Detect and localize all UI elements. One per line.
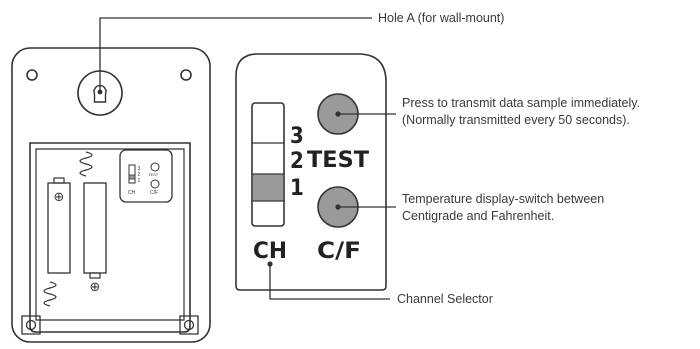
cf-label: C/F — [317, 239, 361, 264]
channel-number-2: 2 — [290, 149, 304, 174]
mini-test-label: TEST — [148, 172, 159, 177]
callout-cf-line-1: Temperature display-switch between — [402, 192, 604, 206]
mini-cf-button — [150, 179, 160, 189]
leader-lines — [97, 17, 396, 300]
battery-slot-2-cap — [89, 272, 101, 279]
callout-cf-line-2: Centigrade and Fahrenheit. — [402, 209, 554, 223]
battery-slot-2 — [83, 182, 107, 274]
battery-plus-top: ⊕ — [54, 189, 65, 204]
bottom-left-tab — [21, 315, 41, 335]
battery-spring-top — [79, 151, 93, 177]
battery-spring-bottom — [43, 281, 57, 307]
callout-test-line-2: (Normally transmitted every 50 seconds). — [402, 113, 630, 127]
mini-control-panel — [119, 149, 173, 203]
callout-channel-selector: Channel Selector — [397, 292, 493, 306]
mini-channel-slider-knob — [128, 174, 136, 180]
test-label: TEST — [307, 148, 370, 173]
mini-channel-number-2: 2 — [138, 172, 141, 178]
device-back-view — [11, 47, 211, 343]
battery-compartment-frame — [29, 142, 191, 333]
screw-hole-top-left — [26, 69, 38, 81]
mini-cf-label: C/F — [150, 190, 158, 196]
battery-plus-bottom: ⊕ — [90, 279, 101, 294]
bottom-right-tab — [179, 315, 199, 335]
channel-slider-track — [251, 102, 285, 227]
callout-test-line-1: Press to transmit data sample immediatel… — [402, 96, 640, 110]
mini-channel-number-3: 3 — [138, 166, 141, 172]
battery-slot-1-cap — [53, 177, 65, 184]
battery-compartment-inner — [35, 148, 185, 321]
bottom-left-screw — [25, 319, 37, 331]
callout-hole-a: Hole A (for wall-mount) — [378, 11, 504, 25]
bottom-right-screw — [183, 319, 195, 331]
device-housing — [11, 47, 211, 343]
channel-number-3: 3 — [290, 124, 304, 149]
ch-label: CH — [253, 239, 287, 264]
leader-channel — [269, 264, 390, 300]
mini-test-button — [150, 162, 160, 172]
mini-channel-slider — [128, 164, 136, 184]
channel-slider-knob — [251, 173, 285, 202]
channel-number-1: 1 — [290, 176, 304, 201]
mini-channel-number-1: 1 — [138, 178, 141, 184]
screw-hole-top-right — [180, 69, 192, 81]
leader-hole-a — [99, 17, 372, 92]
control-panel-outline — [235, 53, 387, 291]
mini-ch-label: CH — [128, 190, 136, 196]
